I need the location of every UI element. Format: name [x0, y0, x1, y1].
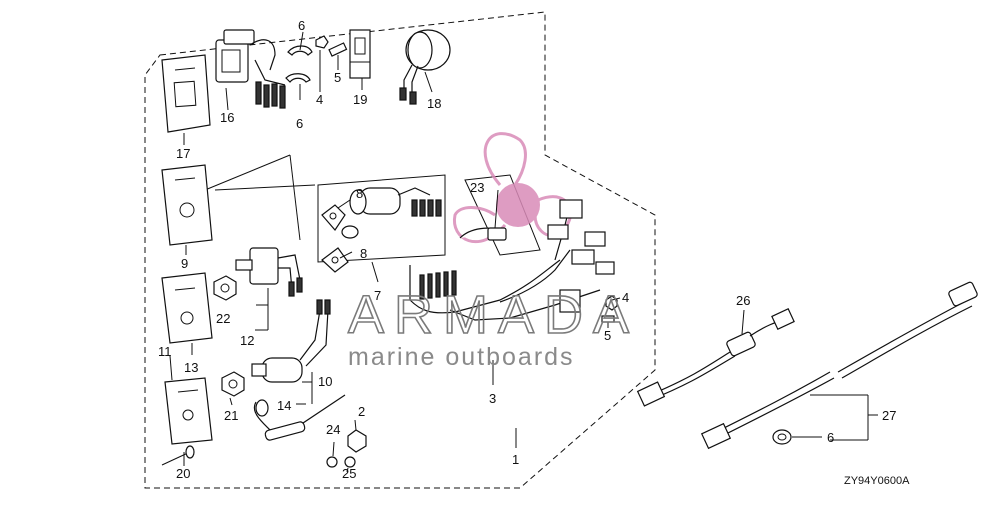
callout-18: 18	[427, 96, 441, 111]
callout-1: 1	[512, 452, 519, 467]
cord-14	[253, 394, 346, 441]
extension-harness-27	[700, 281, 978, 450]
callout-9: 9	[181, 256, 188, 271]
callout-6-lower: 6	[296, 116, 303, 131]
callout-7: 7	[374, 288, 381, 303]
watermark-tagline: marine outboards	[348, 343, 575, 371]
nut-21	[221, 371, 245, 397]
callout-20: 20	[176, 466, 190, 481]
callout-5-top: 5	[334, 70, 341, 85]
solenoid-10	[251, 299, 331, 383]
toggle-switch-12	[235, 247, 303, 297]
callout-6-top: 6	[298, 18, 305, 33]
panel-17	[161, 54, 211, 133]
callout-23: 23	[470, 180, 484, 195]
clip-6-upper	[287, 45, 313, 56]
callout-3: 3	[489, 391, 496, 406]
callout-16: 16	[220, 110, 234, 125]
guide-line	[204, 154, 291, 191]
diagram-code: ZY94Y0600A	[844, 475, 910, 487]
key-ring	[341, 225, 359, 239]
nut-2	[347, 429, 367, 453]
panel-13	[161, 272, 213, 344]
callout-2: 2	[358, 404, 365, 419]
callout-13: 13	[184, 360, 198, 375]
callout-5-harness: 5	[604, 328, 611, 343]
leader-lines	[169, 31, 878, 473]
clamp-19	[349, 29, 371, 79]
guide-line	[289, 154, 301, 241]
key-8-lower	[321, 247, 349, 273]
callout-11: 11	[158, 344, 172, 359]
callout-27: 27	[882, 408, 896, 423]
callout-26: 26	[736, 293, 750, 308]
washer-24	[326, 456, 338, 468]
callout-22: 22	[216, 311, 230, 326]
panel-11	[164, 377, 213, 445]
callout-labels: 1 2 3 4 4 5 5 6 6 6 7 8 8 9 10 11 12 13 …	[158, 18, 896, 481]
callout-10: 10	[318, 374, 332, 389]
clip-6-lower	[285, 73, 311, 83]
callout-8-upper: 8	[356, 186, 363, 201]
key-switch-7	[349, 187, 442, 217]
extension-harness-26	[636, 308, 795, 407]
callout-6-harness: 6	[827, 430, 834, 445]
nut-22	[213, 275, 237, 301]
clip-6-harness	[772, 429, 792, 445]
key-8-upper	[321, 204, 346, 231]
callout-4-harness: 4	[622, 290, 629, 305]
key-switch-group-box	[317, 174, 446, 263]
callout-25: 25	[342, 466, 356, 481]
buzzer-18	[399, 29, 451, 105]
assembly-outline	[144, 11, 656, 489]
callout-17: 17	[176, 146, 190, 161]
panel-9	[161, 164, 213, 246]
callout-8-lower: 8	[360, 246, 367, 261]
screw-20	[161, 445, 195, 466]
callout-21: 21	[224, 408, 238, 423]
callout-14: 14	[277, 398, 291, 413]
callout-12: 12	[240, 333, 254, 348]
callout-4-top: 4	[316, 92, 323, 107]
nut-4-top	[315, 35, 329, 49]
collar-5-top	[328, 42, 348, 57]
guide-line	[214, 184, 316, 191]
main-harness-3	[409, 199, 615, 321]
switch-unit-16	[215, 29, 286, 109]
washer-25	[344, 456, 356, 468]
callout-24: 24	[326, 422, 340, 437]
cable-clip-23	[459, 227, 507, 241]
callout-19: 19	[353, 92, 367, 107]
watermark-brand: ARMADA	[348, 285, 639, 345]
